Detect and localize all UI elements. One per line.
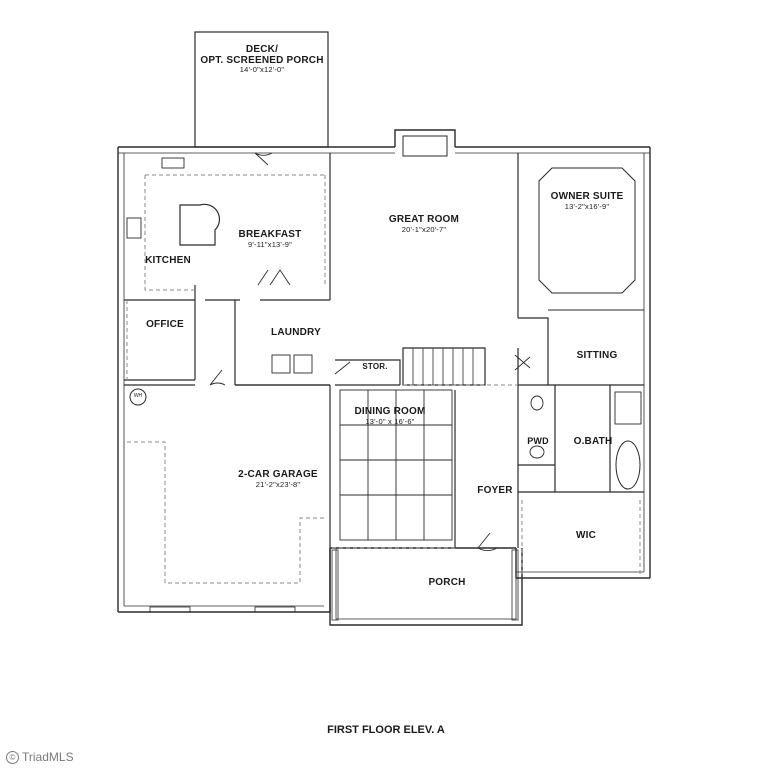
- kitchen-island: [179, 203, 221, 246]
- watermark: © TriadMLS: [6, 750, 74, 764]
- copyright-icon: ©: [6, 750, 19, 764]
- wic-label: WIC: [575, 530, 597, 541]
- garage-name: 2-CAR GARAGE: [238, 469, 318, 480]
- shower: [614, 391, 642, 425]
- dining-grid: [339, 389, 453, 541]
- dryer: [293, 354, 313, 374]
- dining-label: DINING ROOM 13'-0" x 16'-6": [354, 406, 426, 426]
- stor-label: STOR.: [362, 362, 388, 371]
- kitchen-label: KITCHEN: [145, 255, 191, 266]
- toilet: [530, 395, 544, 411]
- porch-post-left: [331, 549, 339, 621]
- watermark-text: TriadMLS: [22, 750, 74, 764]
- lavatory: [529, 445, 545, 459]
- office-label: OFFICE: [146, 319, 184, 330]
- sitting-label: SITTING: [576, 350, 618, 361]
- obath-label: O.BATH: [573, 436, 613, 447]
- doors: [209, 152, 531, 551]
- deck-dimensions: 14'-0"x12'-0": [239, 65, 285, 74]
- range: [126, 217, 142, 239]
- breakfast-dimensions: 9'-11"x13'-9": [247, 239, 293, 249]
- breakfast-label: BREAKFAST 9'-11"x13'-9": [238, 229, 302, 249]
- washer: [271, 354, 291, 374]
- garage-dimensions: 21'-2"x23'-8": [255, 479, 301, 489]
- great-room-name: GREAT ROOM: [388, 214, 460, 225]
- bathtub: [615, 440, 641, 490]
- plan-title: FIRST FLOOR ELEV. A: [327, 724, 445, 736]
- interior-walls: [124, 153, 644, 548]
- foyer-label: FOYER: [477, 485, 513, 496]
- stair-treads: [412, 348, 474, 385]
- laundry-label: LAUNDRY: [271, 327, 321, 338]
- great-room-dimensions: 20'-1"x20'-7": [401, 224, 447, 234]
- breakfast-name: BREAKFAST: [238, 229, 302, 240]
- garage-label: 2-CAR GARAGE 21'-2"x23'-8": [238, 469, 318, 489]
- water-heater-label: WH: [133, 393, 143, 399]
- tray-ceiling-outline: [538, 167, 636, 294]
- great-room-label: GREAT ROOM 20'-1"x20'-7": [388, 214, 460, 234]
- garage-door-left: [149, 606, 191, 613]
- owner-suite-label: OWNER SUITE 13'-2"x16'-9": [550, 191, 624, 211]
- porch-label: PORCH: [428, 577, 466, 588]
- deck-name-line2: OPT. SCREENED PORCH: [200, 54, 324, 66]
- dining-name: DINING ROOM: [354, 406, 426, 417]
- kitchen-sink: [161, 157, 185, 169]
- deck-label: DECK/ OPT. SCREENED PORCH 14'-0"x12'-0": [200, 44, 324, 74]
- deck-name-line1: DECK/: [245, 44, 279, 55]
- pwd-label: PWD: [527, 436, 549, 446]
- garage-door-right: [254, 606, 296, 613]
- owner-suite-dimensions: 13'-2"x16'-9": [564, 201, 610, 211]
- dining-dimensions: 13'-0" x 16'-6": [365, 416, 415, 426]
- dashed-lines: [126, 174, 641, 584]
- owner-suite-name: OWNER SUITE: [550, 191, 624, 202]
- porch-post-right: [511, 549, 519, 621]
- water-heater: [129, 388, 147, 406]
